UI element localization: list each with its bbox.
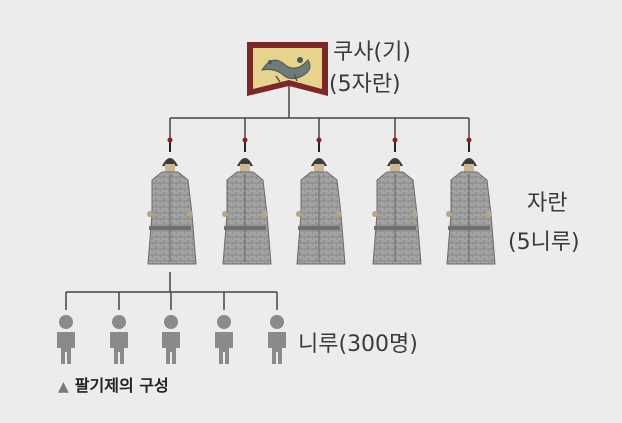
middle-unit-name: 자란 bbox=[527, 191, 568, 216]
armored-soldier-icon bbox=[147, 137, 197, 265]
armored-soldier-icon bbox=[372, 137, 422, 265]
figure-caption: ▲ 팔기제의 구성 bbox=[58, 372, 169, 396]
top-unit-name: 쿠사(기) bbox=[333, 40, 411, 65]
bottom-unit-name: 니루(300명) bbox=[298, 332, 418, 357]
person-icon bbox=[162, 315, 180, 364]
person-icon bbox=[268, 315, 286, 364]
armored-soldier-icon bbox=[446, 137, 496, 265]
person-icon bbox=[110, 315, 128, 364]
caption-text: 팔기제의 구성 bbox=[74, 376, 169, 395]
top-unit-subtitle: (5자란) bbox=[329, 72, 401, 97]
caption-marker: ▲ bbox=[58, 379, 69, 395]
person-group bbox=[57, 315, 286, 364]
dragon-banner-icon bbox=[247, 42, 328, 96]
soldier-group bbox=[147, 137, 496, 265]
person-icon bbox=[57, 315, 75, 364]
armored-soldier-icon bbox=[296, 137, 346, 265]
top-connector bbox=[169, 86, 470, 140]
bottom-connector bbox=[65, 272, 278, 310]
middle-unit-subtitle: (5니루) bbox=[508, 230, 580, 255]
armored-soldier-icon bbox=[222, 137, 272, 265]
person-icon bbox=[215, 315, 233, 364]
